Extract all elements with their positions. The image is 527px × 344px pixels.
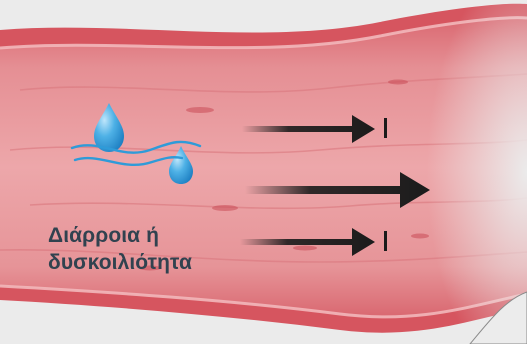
caption-line-1: Διάρροια ή [48, 222, 192, 249]
caption: Διάρροια ή δυσκοιλιότητα [48, 222, 192, 276]
caption-line-2: δυσκοιλιότητα [48, 249, 192, 276]
